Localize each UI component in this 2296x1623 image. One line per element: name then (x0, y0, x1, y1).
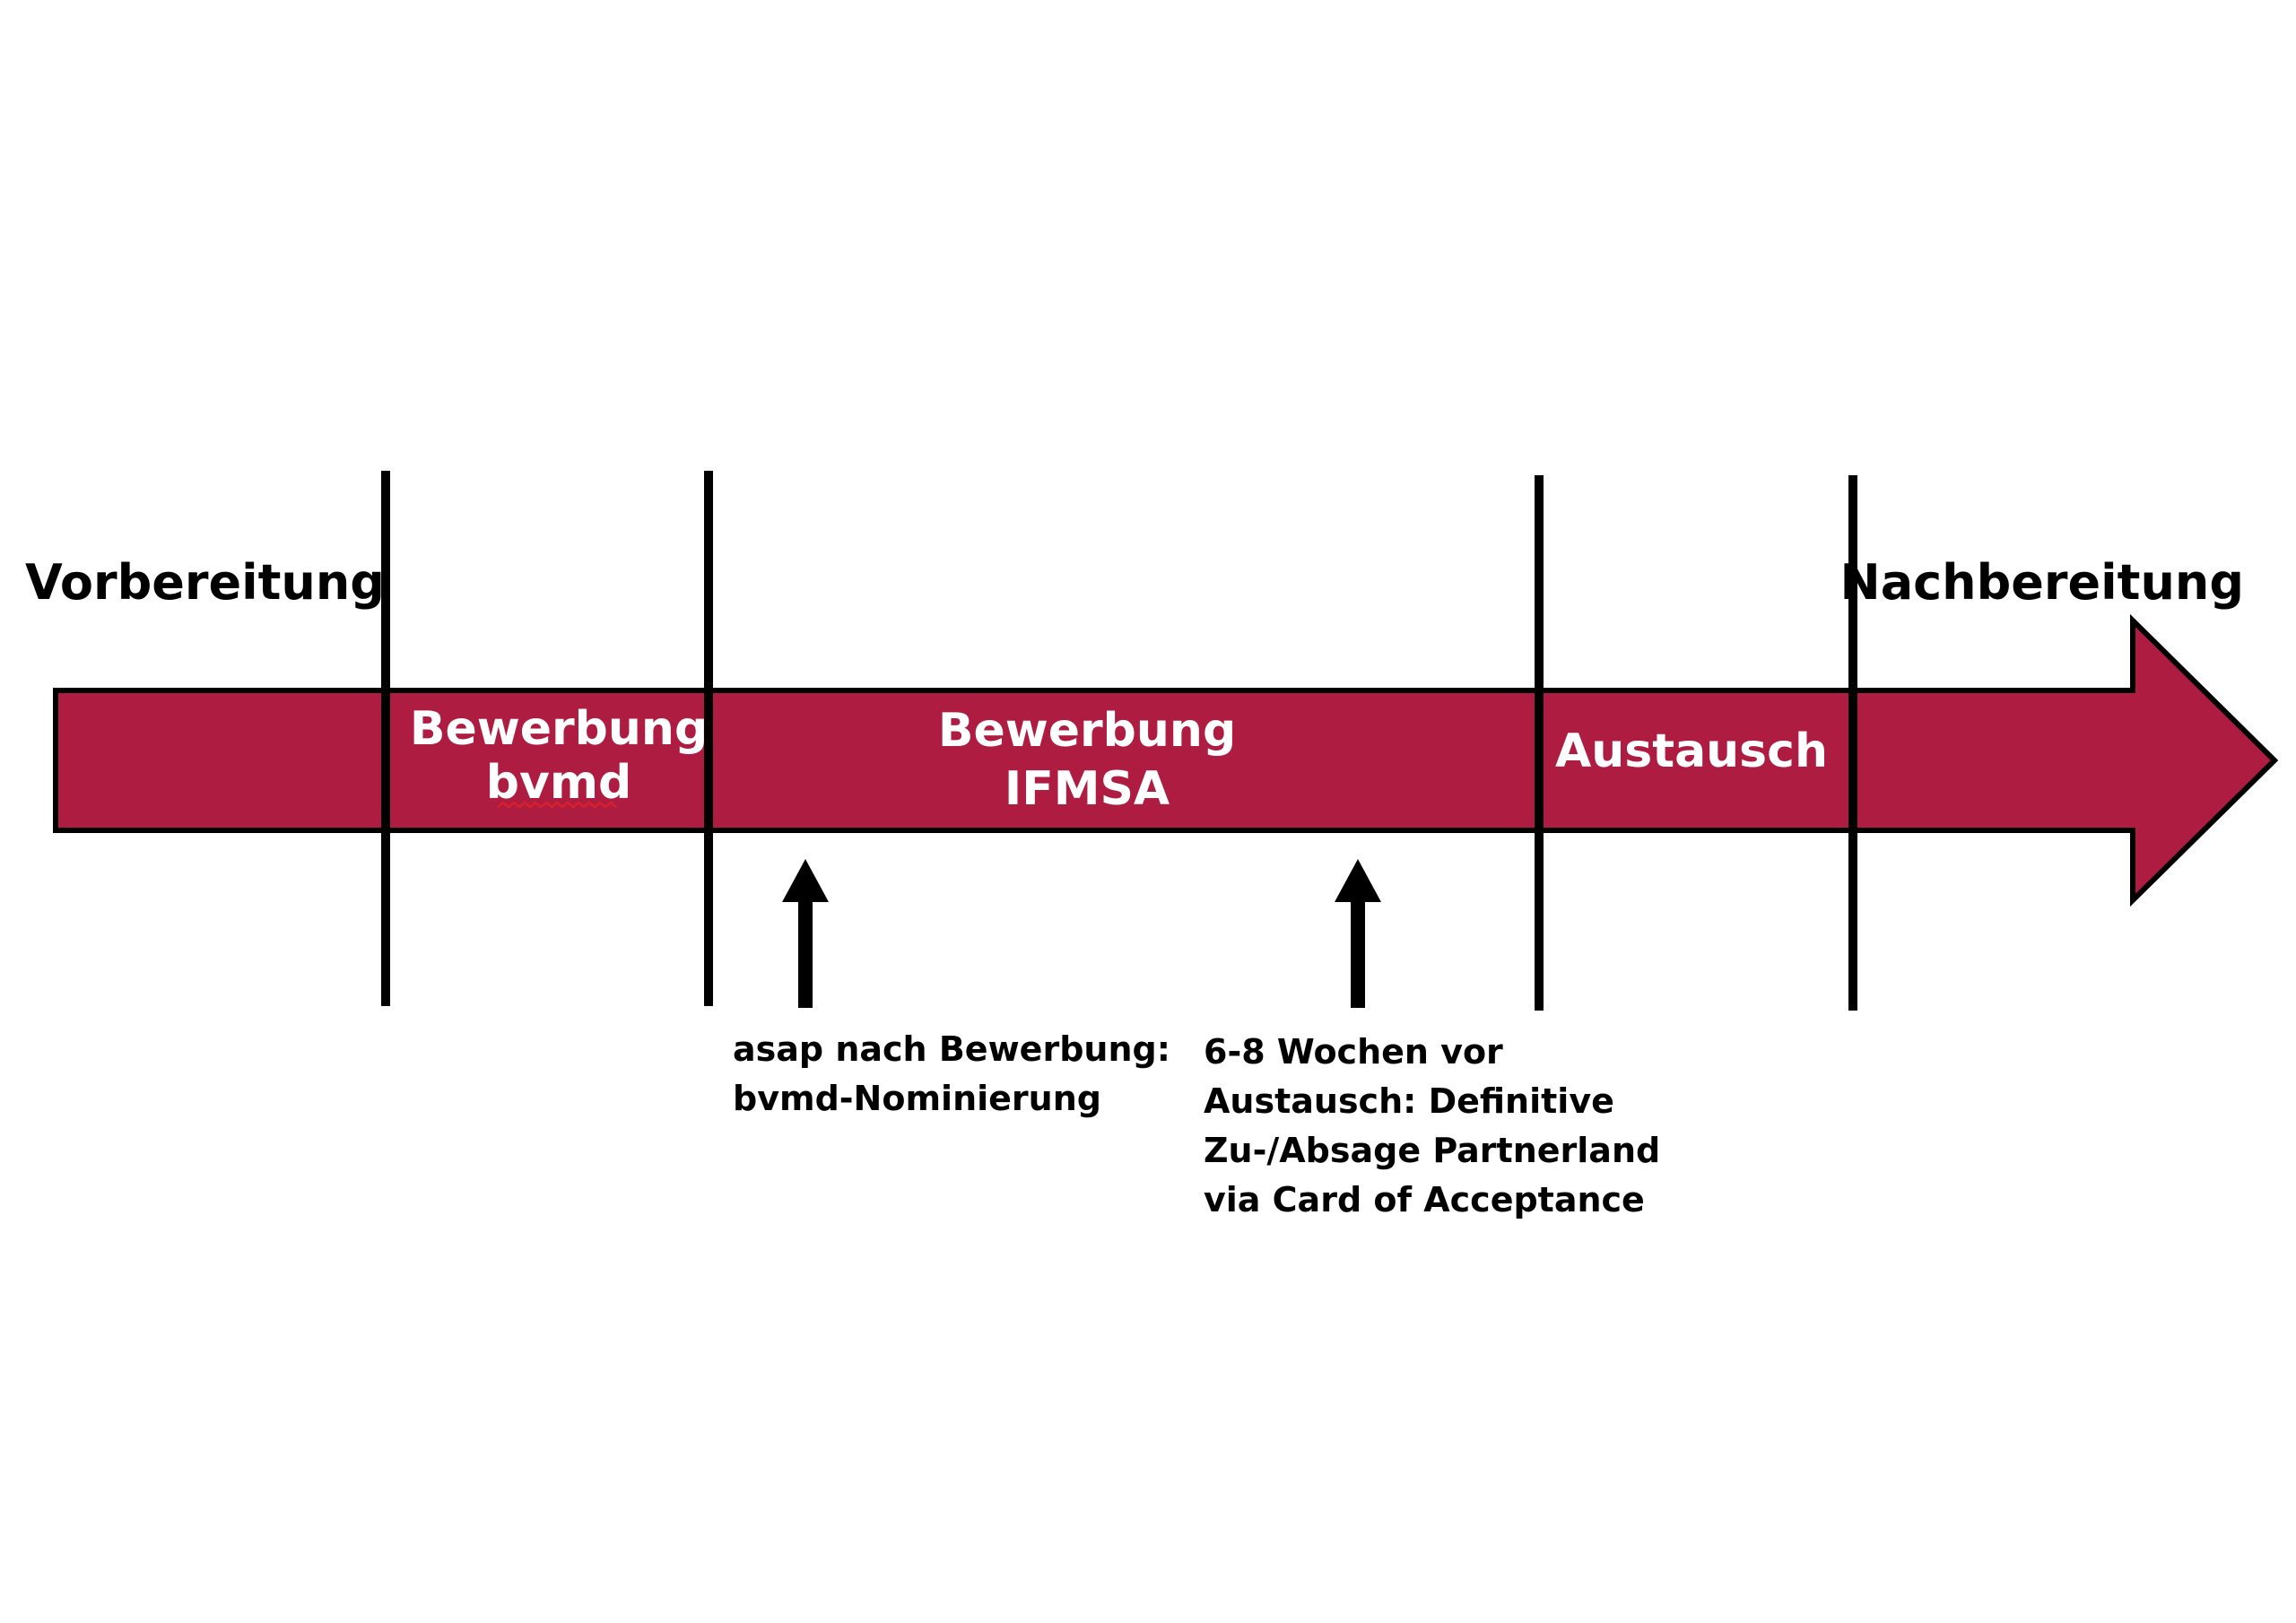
phase-bvmd-line2: bvmd (486, 756, 632, 810)
spellcheck-underline (497, 801, 617, 809)
up-arrow-icon (782, 859, 829, 1008)
phase-austausch: Austausch (1555, 725, 1828, 778)
phase-ifmsa-line1: Bewerbung (938, 704, 1236, 758)
timeline-arrow (53, 613, 2279, 907)
milestone-nominierung-note: asap nach Bewerbung: bvmd-Nominierung (733, 1029, 1182, 1118)
milestone-card-of-acceptance-note: 6-8 Wochen vor Austausch: Definitive Zu-… (1204, 1032, 1672, 1219)
phase-bvmd-line1: Bewerbung (410, 702, 708, 756)
up-arrow-icon (1335, 859, 1381, 1008)
phase-ifmsa-line2: IFMSA (1004, 762, 1170, 816)
label-vorbereitung: Vorbereitung (25, 554, 385, 611)
label-nachbereitung: Nachbereitung (1840, 554, 2244, 611)
